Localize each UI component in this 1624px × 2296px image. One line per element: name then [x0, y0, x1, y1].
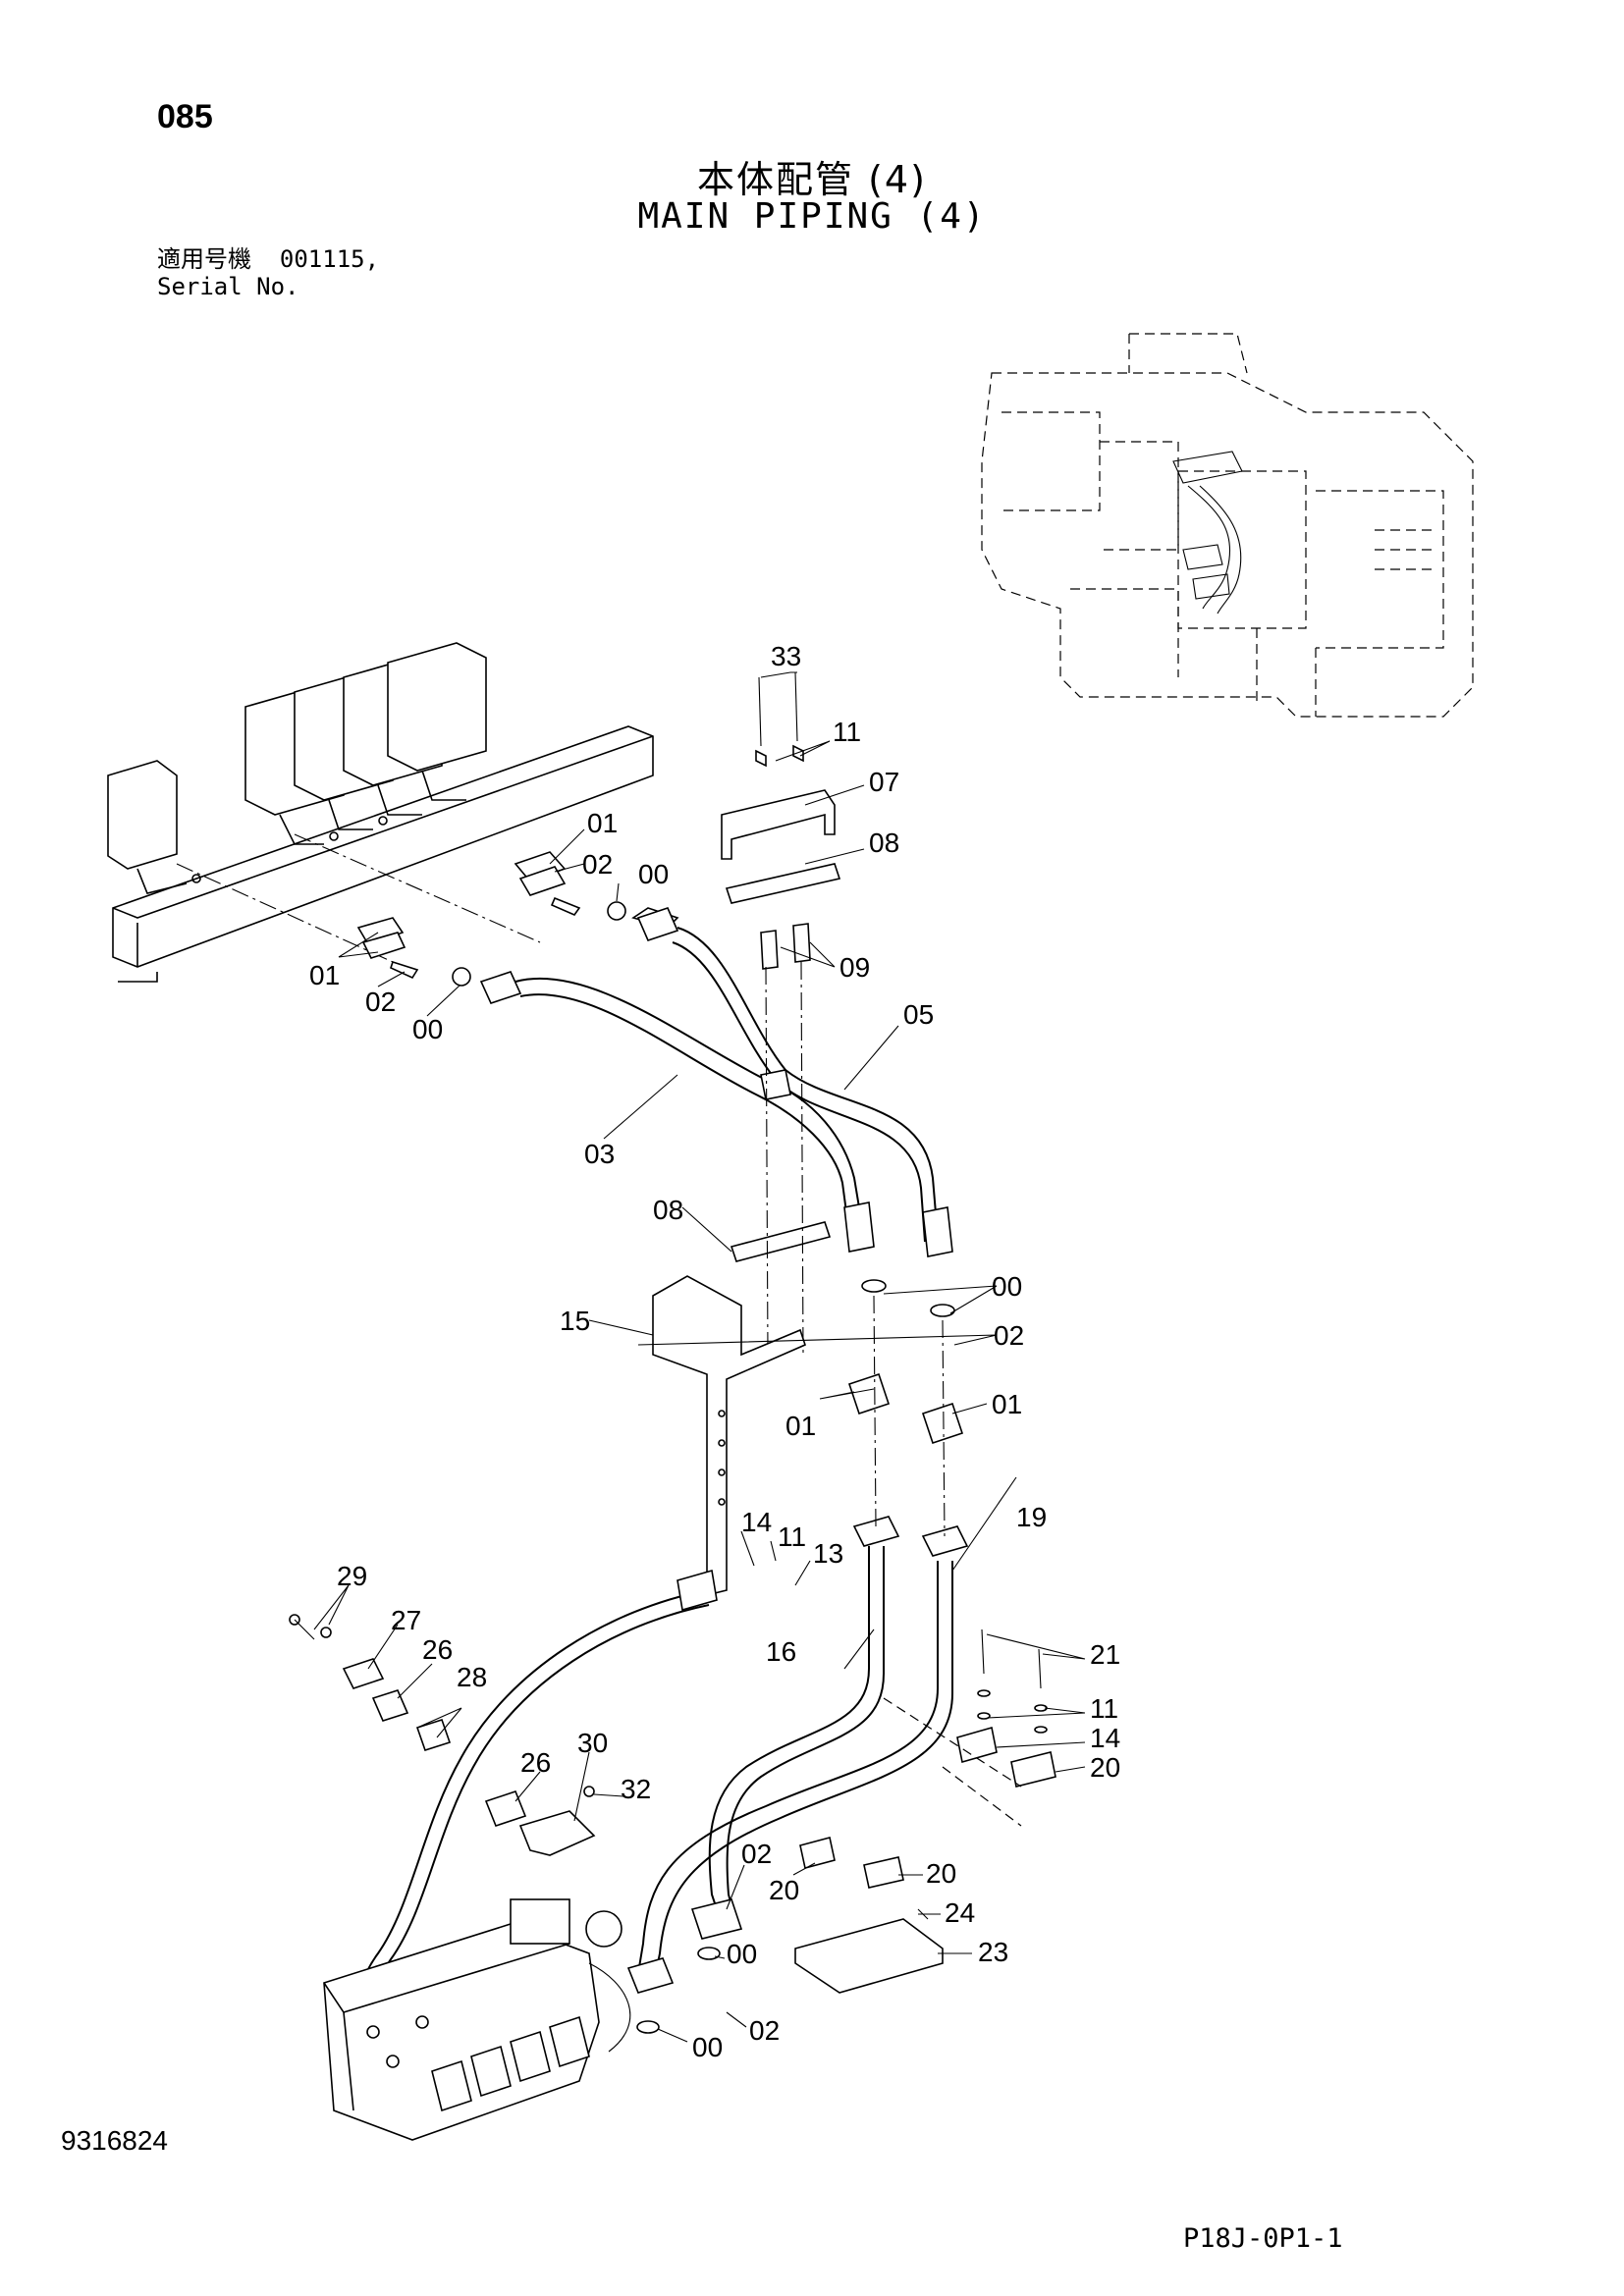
callout-02: 02 [365, 987, 396, 1017]
split-flange-upper [514, 851, 679, 929]
hose-clamp-parts [289, 1614, 596, 1856]
callout-00: 00 [412, 1014, 443, 1044]
callout-13: 13 [813, 1538, 843, 1569]
callout-01: 01 [992, 1389, 1022, 1419]
callout-01: 01 [587, 808, 618, 838]
callout-14: 14 [741, 1507, 772, 1537]
callout-29: 29 [337, 1561, 367, 1591]
pilot-valve-bracket-assembly [107, 642, 654, 983]
callout-16: 16 [766, 1636, 796, 1667]
control-valve [323, 1898, 631, 2141]
callout-01: 01 [309, 960, 340, 990]
callout-02: 02 [994, 1320, 1024, 1351]
callout-labels: 33 11 07 08 09 01 02 00 01 02 00 05 03 0… [309, 641, 1120, 2062]
serial-label-en: Serial No. [157, 273, 299, 300]
callout-02: 02 [582, 849, 613, 880]
title-japanese: 本体配管 (4) [697, 158, 927, 201]
callout-15: 15 [560, 1306, 590, 1336]
leader-lines [313, 671, 1086, 2043]
callout-08: 08 [869, 828, 899, 858]
sheet-code: P18J-0P1-1 [1183, 2223, 1343, 2254]
callout-01: 01 [785, 1411, 816, 1441]
split-flange-lower [356, 917, 471, 987]
callout-14: 14 [1090, 1723, 1120, 1753]
callout-00: 00 [638, 859, 669, 889]
mounting-bracket [652, 1275, 806, 1597]
callout-05: 05 [903, 999, 934, 1030]
callout-26: 26 [520, 1747, 551, 1778]
serial-label-jp: 適用号機 [157, 245, 251, 273]
pilot-hose [348, 1569, 718, 2027]
machine-overview-illustration [981, 333, 1474, 718]
callout-00: 00 [992, 1271, 1022, 1302]
callout-11: 11 [778, 1522, 806, 1552]
callout-00: 00 [692, 2032, 723, 2062]
document-number: 9316824 [61, 2125, 169, 2156]
callout-00: 00 [727, 1939, 757, 1969]
clamp-assembly [721, 671, 841, 1356]
callout-27: 27 [391, 1605, 421, 1635]
callout-30: 30 [577, 1728, 608, 1758]
callout-08: 08 [653, 1195, 683, 1225]
callout-09: 09 [839, 952, 870, 983]
callout-19: 19 [1016, 1502, 1047, 1532]
callout-32: 32 [621, 1774, 651, 1804]
callout-20: 20 [926, 1858, 956, 1889]
serial-value: 001115, [279, 245, 380, 273]
hose-assemblies [479, 907, 953, 1257]
callout-11: 11 [1090, 1693, 1118, 1724]
callout-21: 21 [1090, 1639, 1120, 1670]
callout-02: 02 [749, 2015, 780, 2046]
callout-26: 26 [422, 1634, 453, 1665]
title-english: MAIN PIPING (4) [637, 196, 987, 237]
page-number: 085 [157, 98, 213, 135]
lower-hose-assemblies [626, 1279, 969, 2034]
clamp-plate-assembly [794, 1629, 1056, 1994]
callout-03: 03 [584, 1139, 615, 1169]
callout-23: 23 [978, 1937, 1008, 1967]
callout-20: 20 [1090, 1752, 1120, 1783]
callout-20: 20 [769, 1875, 799, 1905]
callout-11: 11 [833, 717, 861, 747]
callout-28: 28 [457, 1662, 487, 1692]
center-line [294, 833, 541, 943]
callout-07: 07 [869, 767, 899, 797]
callout-24: 24 [945, 1897, 975, 1928]
callout-33: 33 [771, 641, 801, 671]
callout-02: 02 [741, 1839, 772, 1869]
serial-block: 適用号機 001115, Serial No. [157, 245, 379, 300]
